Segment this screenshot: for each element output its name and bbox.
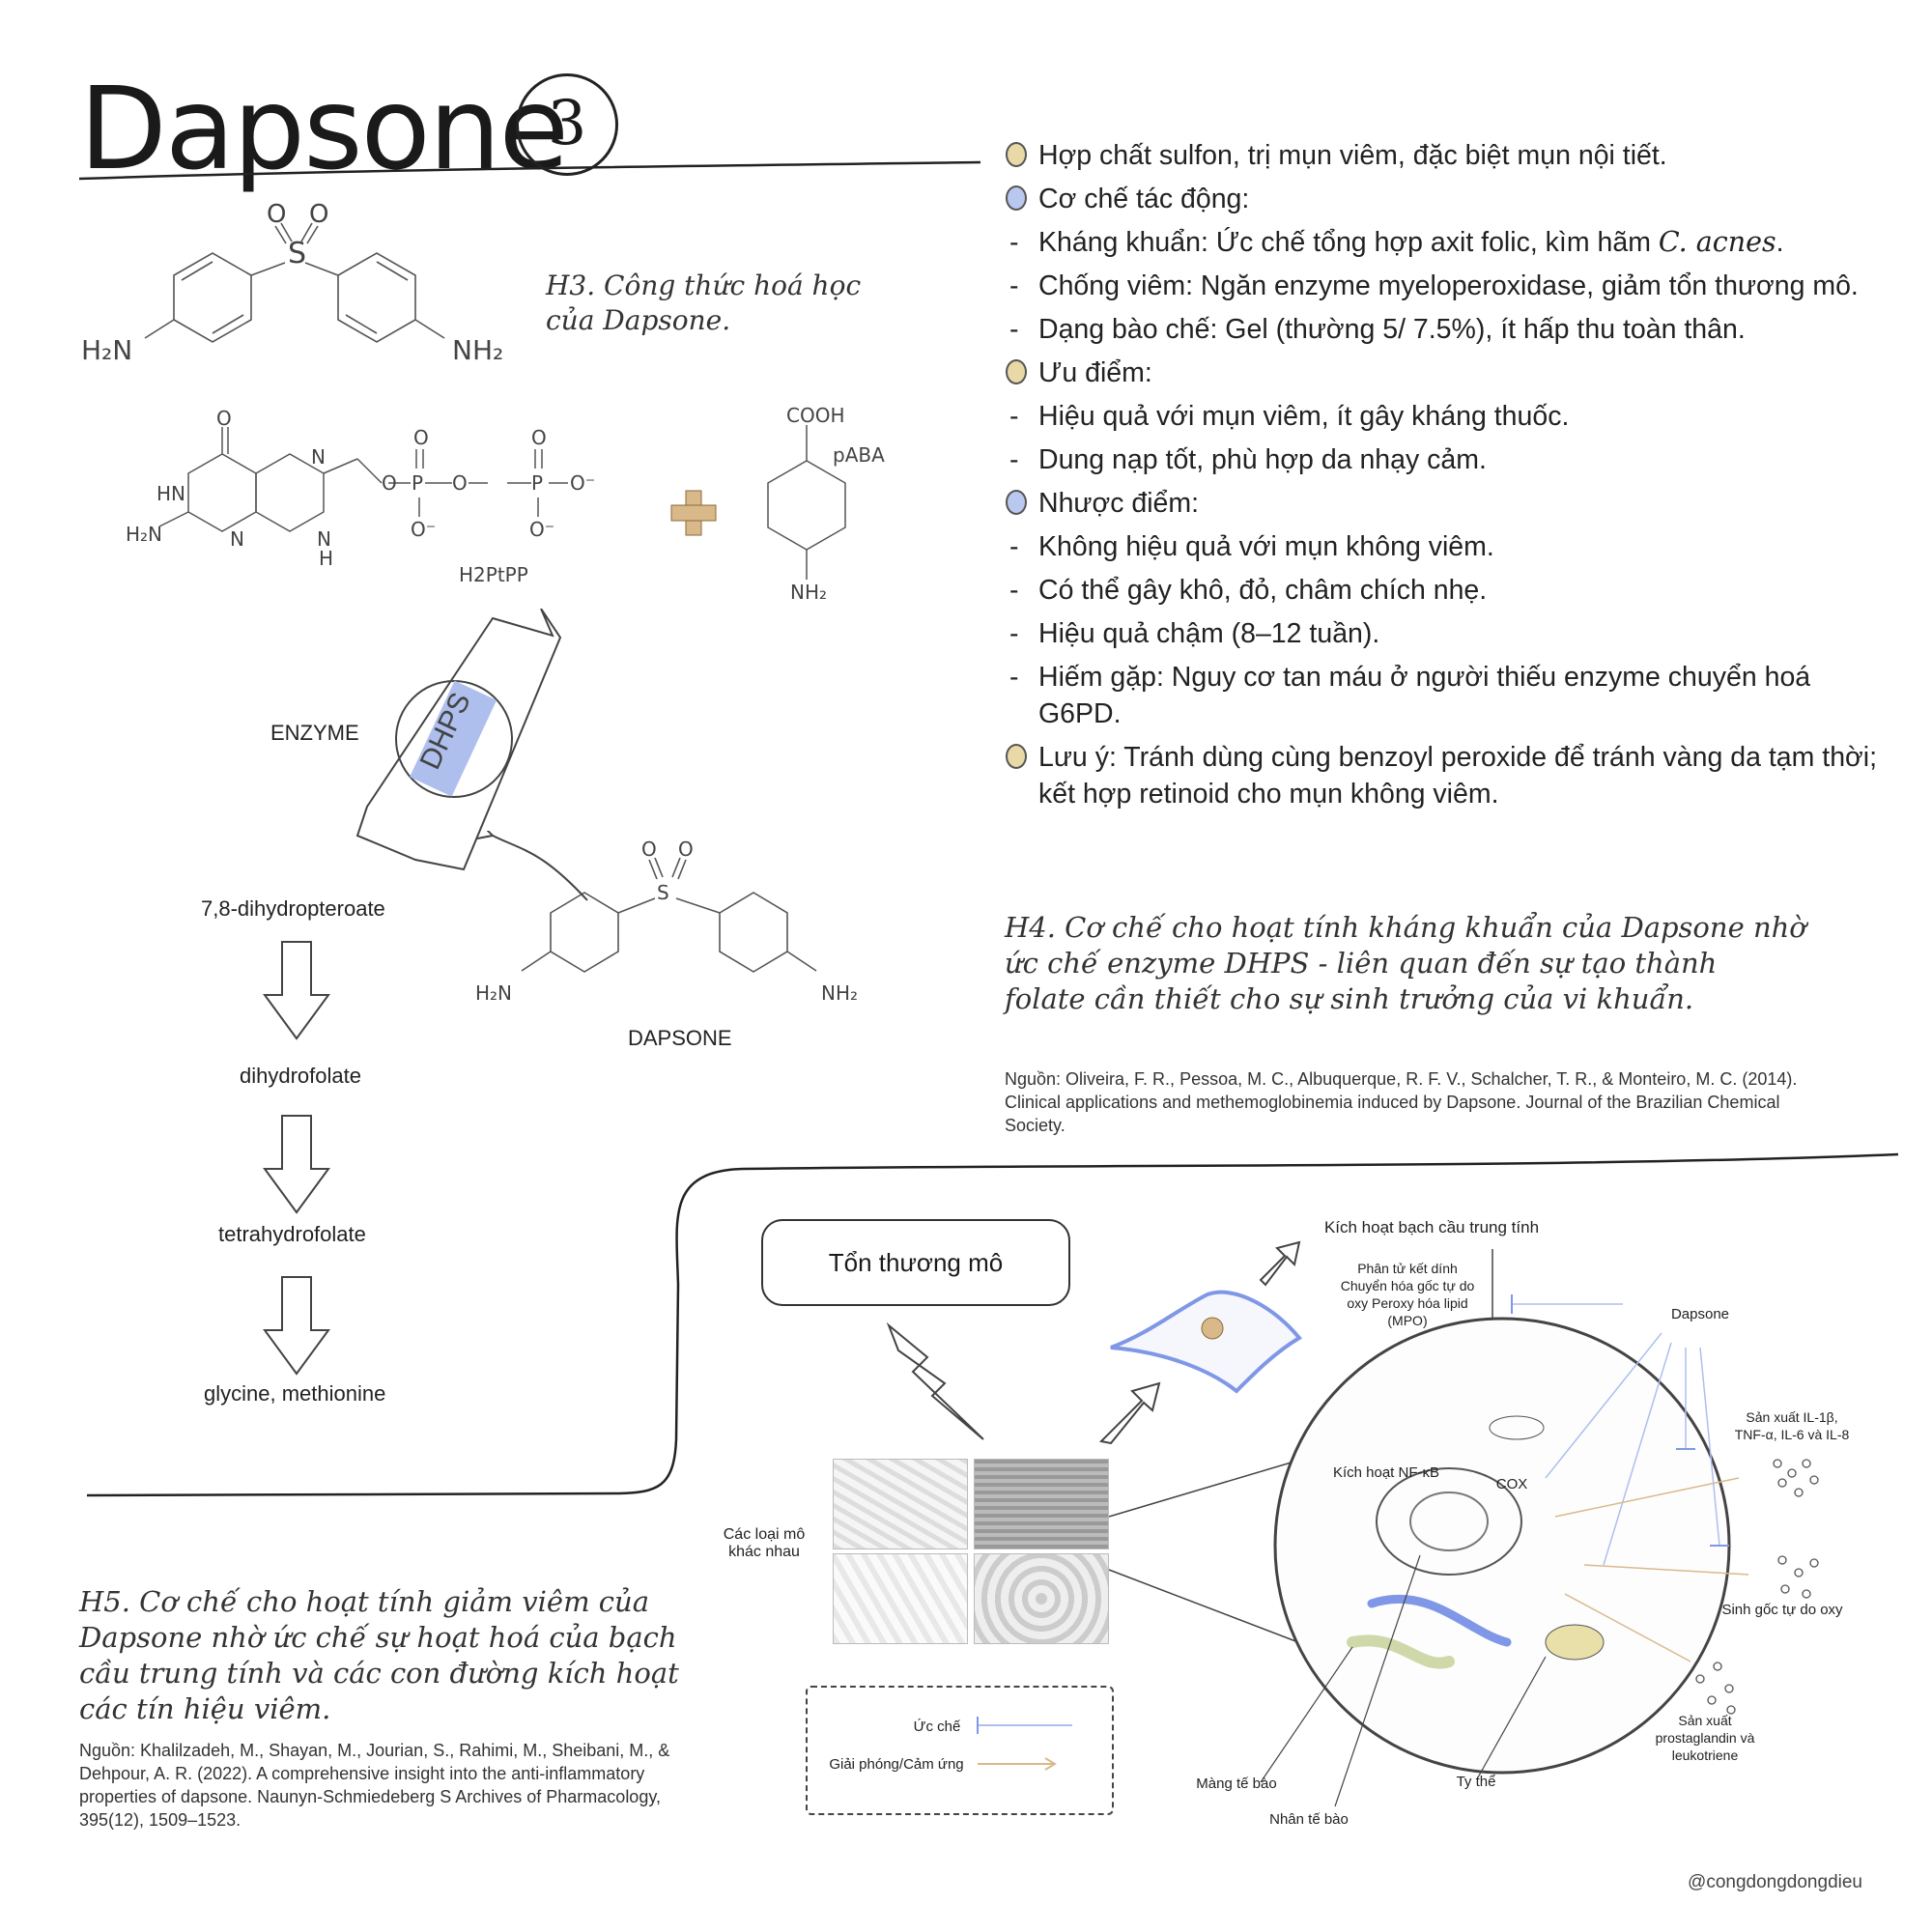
svg-text:O: O <box>678 838 694 861</box>
pathway-step: dihydrofolate <box>240 1064 361 1088</box>
bullet-icon <box>1006 185 1027 211</box>
bullet-icon <box>1006 744 1027 769</box>
svg-text:pABA: pABA <box>833 443 885 467</box>
note-item: -Không hiệu quả với mụn không viêm. <box>1000 528 1889 565</box>
pathway-step: tetrahydrofolate <box>218 1222 366 1246</box>
dash-icon: - <box>1009 444 1019 475</box>
dash-icon: - <box>1009 401 1019 432</box>
svg-text:S: S <box>657 881 669 904</box>
title-number-badge: 3 <box>516 73 618 176</box>
cytokine-label: Sản xuất IL-1β, TNF-α, IL-6 và IL-8 <box>1734 1409 1850 1442</box>
legend-inhibit: Ức chế <box>913 1719 961 1735</box>
pathway-arrows <box>263 941 330 1376</box>
tissue-tile <box>833 1553 968 1644</box>
svg-text:H₂N: H₂N <box>126 523 162 546</box>
bullet-icon <box>1006 142 1027 167</box>
tissue-damage-box: Tổn thương mô <box>761 1219 1070 1306</box>
nfkb-label: Kích hoạt NF-κB <box>1332 1464 1440 1481</box>
dash-icon: - <box>1009 662 1019 693</box>
note-item: -Dạng bào chế: Gel (thường 5/ 7.5%), ít … <box>1000 311 1889 348</box>
neutrophil-label: Kích hoạt bạch cầu trung tính <box>1323 1218 1540 1236</box>
caption-h3: H3. Công thức hoá học của Dapsone. <box>546 270 862 336</box>
svg-text:H2PtPP: H2PtPP <box>459 563 528 586</box>
oxygen-atom: O <box>309 200 328 229</box>
bullet-icon <box>1006 359 1027 384</box>
svg-text:P: P <box>531 471 543 495</box>
dapsone-label: DAPSONE <box>628 1026 732 1050</box>
svg-text:O⁻: O⁻ <box>570 471 595 495</box>
dash-icon: - <box>1009 531 1019 562</box>
dash-icon: - <box>1009 314 1019 345</box>
dash-icon: - <box>1009 618 1019 649</box>
dapsone-structure: S O O H₂N NH₂ <box>81 200 503 366</box>
svg-text:COOH: COOH <box>786 406 845 427</box>
dapsone-inflam-label: Dapsone <box>1670 1306 1730 1322</box>
note-item: Cơ chế tác động: <box>1000 181 1889 217</box>
mitochondria-label: Ty thể <box>1456 1774 1496 1790</box>
amine-right: NH₂ <box>452 334 503 366</box>
tissue-tile <box>833 1459 968 1549</box>
nucleus-label: Nhân tế bào <box>1269 1811 1349 1828</box>
svg-text:O: O <box>531 426 547 449</box>
pathway-step: glycine, methionine <box>204 1381 386 1406</box>
dash-icon: - <box>1009 227 1019 258</box>
dapsone-structure-2: S O O H₂N NH₂ <box>475 831 858 1005</box>
prostaglandin-label: Sản xuất prostaglandin và leukotriene <box>1655 1713 1755 1763</box>
svg-text:O: O <box>382 471 397 495</box>
h2ptpp-paba-structures: O HN H₂N N N H N O P O P O⁻ O O O⁻ O⁻ CO… <box>126 406 885 604</box>
social-handle: @congdongdongdieu <box>1688 1872 1862 1892</box>
note-item: -Hiệu quả với mụn viêm, ít gây kháng thu… <box>1000 398 1889 435</box>
enzyme-dhps-band <box>355 609 562 871</box>
svg-text:O⁻: O⁻ <box>411 518 436 541</box>
tissue-tile <box>974 1459 1109 1549</box>
svg-text:NH₂: NH₂ <box>821 981 858 1005</box>
svg-text:N: N <box>317 527 331 551</box>
note-item: Nhược điểm: <box>1000 485 1889 522</box>
tissue-tile <box>974 1553 1109 1644</box>
caption-h5: H5. Cơ chế cho hoạt tính giảm viêm của D… <box>79 1585 679 1725</box>
sulfur-atom: S <box>288 237 306 270</box>
dash-icon: - <box>1009 270 1019 301</box>
svg-text:O: O <box>216 407 232 430</box>
note-item: -Hiệu quả chậm (8–12 tuần). <box>1000 615 1889 652</box>
svg-text:O: O <box>452 471 468 495</box>
svg-text:O: O <box>413 426 429 449</box>
bullet-icon <box>1006 490 1027 515</box>
legend-release: Giải phóng/Cảm ứng <box>829 1756 964 1773</box>
ros-label: Sinh gốc tự do oxy <box>1721 1602 1843 1618</box>
svg-text:NH₂: NH₂ <box>790 581 827 604</box>
svg-text:N: N <box>230 527 244 551</box>
note-item: -Dung nạp tốt, phù hợp da nhạy cảm. <box>1000 441 1889 478</box>
svg-text:HN: HN <box>156 482 185 505</box>
note-item: -Kháng khuẩn: Ức chế tổng hợp axit folic… <box>1000 224 1889 261</box>
membrane-label: Màng tế bào <box>1196 1776 1277 1792</box>
oxygen-atom: O <box>267 200 286 229</box>
pathway-step: 7,8-dihydropteroate <box>201 896 385 921</box>
svg-text:H₂N: H₂N <box>475 981 512 1005</box>
note-item: -Hiếm gặp: Nguy cơ tan máu ở người thiếu… <box>1000 659 1889 732</box>
mechanism-list: Phân tử kết dính Chuyển hóa gốc tự do ox… <box>1340 1261 1475 1328</box>
svg-text:H: H <box>319 547 333 570</box>
enzyme-label: ENZYME <box>270 721 359 745</box>
note-item: Ưu điểm: <box>1000 355 1889 391</box>
svg-text:P: P <box>412 471 423 495</box>
amine-left: H₂N <box>81 334 132 366</box>
notes-list: Hợp chất sulfon, trị mụn viêm, đặc biệt … <box>1000 137 1889 819</box>
svg-text:O: O <box>641 838 657 861</box>
dash-icon: - <box>1009 575 1019 606</box>
cox-label: COX <box>1495 1476 1528 1492</box>
svg-text:N: N <box>311 445 326 469</box>
note-item: -Chống viêm: Ngăn enzyme myeloperoxidase… <box>1000 268 1889 304</box>
tissue-types-label: Các loại mô khác nhau <box>723 1526 806 1560</box>
note-item: Hợp chất sulfon, trị mụn viêm, đặc biệt … <box>1000 137 1889 174</box>
note-item: Lưu ý: Tránh dùng cùng benzoyl peroxide … <box>1000 739 1889 812</box>
source-h5: Nguồn: Khalilzadeh, M., Shayan, M., Jour… <box>79 1741 670 1830</box>
source-h4: Nguồn: Oliveira, F. R., Pessoa, M. C., A… <box>1005 1069 1798 1135</box>
caption-h4: H4. Cơ chế cho hoạt tính kháng khuẩn của… <box>1005 911 1806 1015</box>
legend-box <box>806 1686 1114 1815</box>
note-item: -Có thể gây khô, đỏ, châm chích nhẹ. <box>1000 572 1889 609</box>
svg-text:O⁻: O⁻ <box>529 518 554 541</box>
